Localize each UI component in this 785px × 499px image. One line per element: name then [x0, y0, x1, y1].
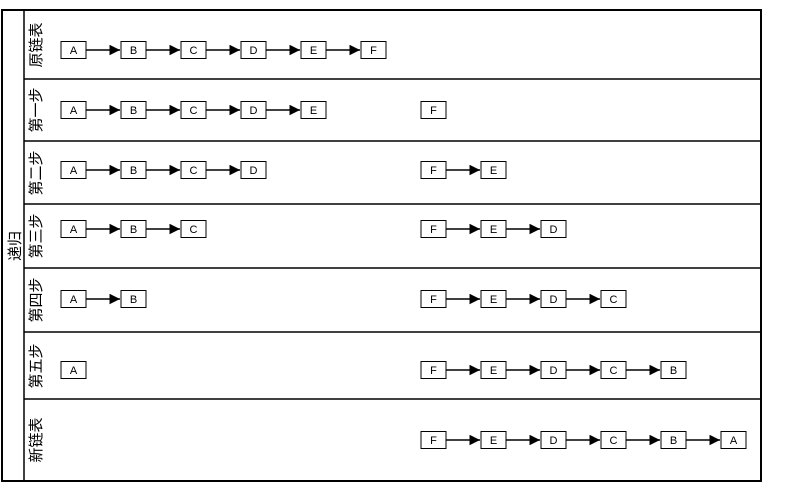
node-label: A: [730, 435, 738, 447]
node-label: E: [490, 165, 497, 177]
node-box: [180, 220, 207, 238]
node-box: [540, 220, 567, 238]
node-label: F: [430, 435, 437, 447]
node-box: [300, 101, 327, 119]
group-label: 递归: [6, 231, 24, 262]
node-box: [120, 290, 147, 308]
node-box: [360, 41, 387, 59]
row-label: 新链表: [27, 417, 45, 463]
node-label: B: [130, 224, 137, 236]
node-label: C: [610, 435, 618, 447]
node-label: D: [550, 224, 558, 236]
node-label: D: [250, 165, 258, 177]
node-label: C: [610, 365, 618, 377]
node-box: [480, 161, 507, 179]
node-label: A: [70, 45, 78, 57]
node-label: B: [670, 435, 677, 447]
node-label: B: [130, 45, 137, 57]
node-label: D: [250, 45, 258, 57]
node-label: B: [670, 365, 677, 377]
node-label: E: [310, 45, 317, 57]
node-label: C: [190, 165, 198, 177]
node-label: E: [490, 435, 497, 447]
node-label: E: [490, 224, 497, 236]
node-box: [600, 290, 627, 308]
row-label: 原链表: [27, 22, 45, 68]
node-label: C: [190, 105, 198, 117]
node-label: A: [70, 105, 78, 117]
node-label: B: [130, 105, 137, 117]
node-label: B: [130, 165, 137, 177]
row-label: 第一步: [27, 87, 45, 133]
table-border: [1, 9, 762, 482]
node-label: E: [490, 294, 497, 306]
row-label: 第四步: [27, 277, 45, 323]
node-label: D: [550, 435, 558, 447]
node-box: [660, 361, 687, 379]
row-label: 第五步: [27, 343, 45, 389]
node-label: D: [250, 105, 258, 117]
node-label: F: [430, 224, 437, 236]
node-label: B: [130, 294, 137, 306]
node-label: A: [70, 224, 78, 236]
node-label: E: [490, 365, 497, 377]
node-label: F: [370, 45, 377, 57]
node-label: F: [430, 294, 437, 306]
node-box: [720, 431, 747, 449]
node-label: E: [310, 105, 317, 117]
node-box: [60, 361, 87, 379]
row-label: 第二步: [27, 150, 45, 196]
node-label: C: [190, 224, 198, 236]
node-label: F: [430, 105, 437, 117]
node-label: C: [610, 294, 618, 306]
node-label: F: [430, 165, 437, 177]
node-label: A: [70, 365, 78, 377]
node-box: [420, 101, 447, 119]
node-label: C: [190, 45, 198, 57]
node-label: A: [70, 165, 78, 177]
node-label: A: [70, 294, 78, 306]
node-label: D: [550, 294, 558, 306]
node-label: D: [550, 365, 558, 377]
node-box: [240, 161, 267, 179]
node-label: F: [430, 365, 437, 377]
row-label: 第三步: [27, 213, 45, 259]
